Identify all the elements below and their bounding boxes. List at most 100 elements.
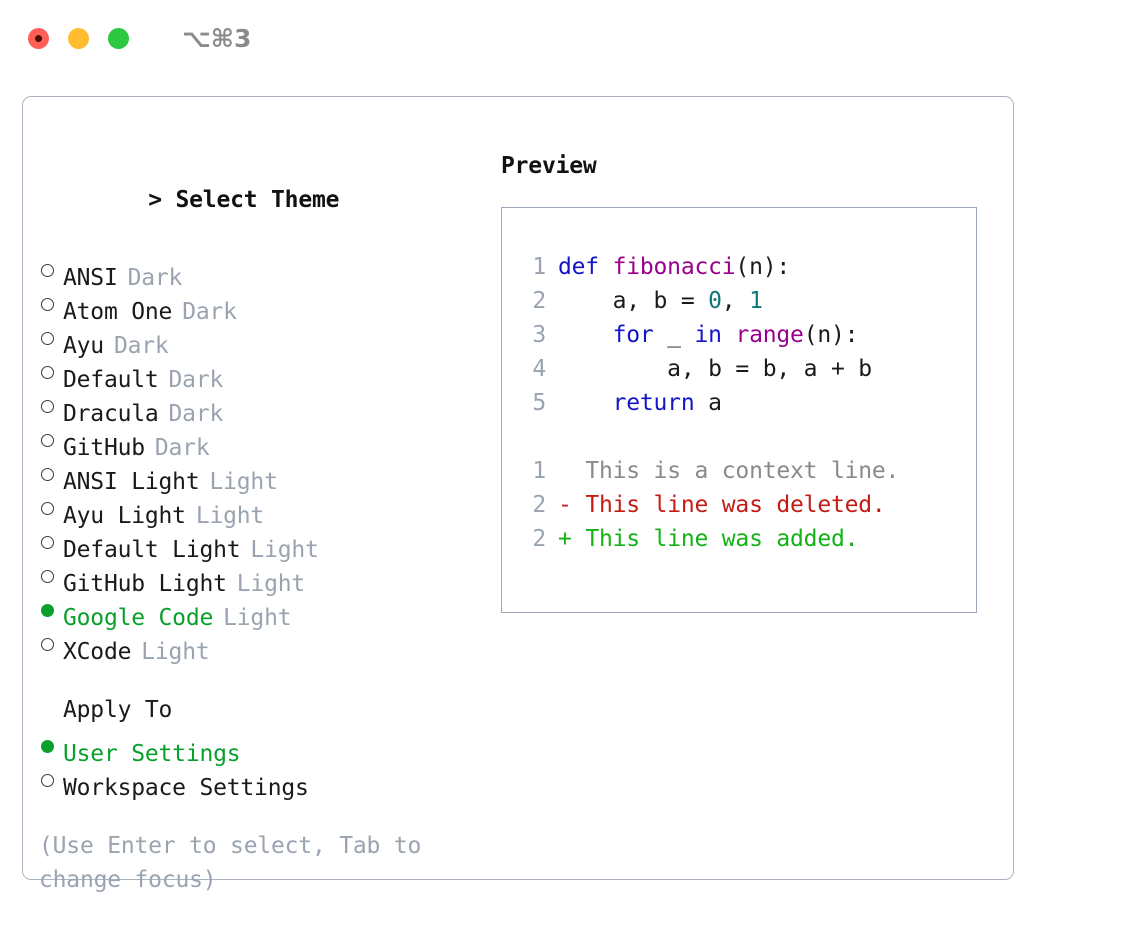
code-token: a [694,390,722,416]
apply-to-option-user-settings[interactable]: User Settings [39,727,479,767]
diff-line-content: This line was added. [585,526,859,552]
preview-heading: Preview [501,153,597,179]
diff-line-del: 2 - This line was deleted. [512,488,976,522]
code-line-text: a, b = b, a + b [558,352,872,386]
code-token: (n): [803,322,859,348]
theme-option-ansi[interactable]: ANSI Dark [39,251,479,291]
theme-option-github-light[interactable]: GitHub Light Light [39,557,479,597]
diff-line-ctx: 1 This is a context line. [512,454,976,488]
code-line-text: a, b = 0, 1 [558,284,763,318]
code-token: def [558,254,613,280]
diff-line-text: This is a context line. [558,454,899,488]
diff-line-text: - This line was deleted. [558,488,886,522]
theme-option-name: Dracula [63,401,159,427]
code-token: 1 [749,288,763,314]
code-token: a, b = b, a + b [558,356,872,382]
title-bar: ⌥⌘3 [0,0,1140,76]
theme-option-atom-one[interactable]: Atom One Dark [39,285,479,325]
apply-to-heading: Apply To [63,697,173,723]
code-line-text: for _ in range(n): [558,318,859,352]
radio-unselected-icon [39,489,63,523]
diff-line-content: This is a context line. [585,458,900,484]
theme-section-heading: > Select Theme [39,149,479,251]
theme-option-default-light[interactable]: Default Light Light [39,523,479,563]
theme-option-name: GitHub Light [63,571,227,597]
window-shortcut-label: ⌥⌘3 [182,23,252,53]
code-token: , [721,288,750,314]
code-token: fibonacci [612,254,736,280]
theme-option-kind-badge: Light [195,503,265,529]
diff-sample-block: 1 This is a context line. 2 - This line wa… [512,454,976,556]
code-token: range [735,322,804,348]
minimize-window-button[interactable] [68,27,89,49]
code-line: 2 a, b = 0, 1 [512,284,976,318]
diff-line-text: + This line was added. [558,522,858,556]
theme-option-kind-badge: Light [223,605,292,631]
radio-unselected-icon [39,557,63,591]
theme-option-default[interactable]: Default Dark [39,353,479,393]
theme-option-google-code[interactable]: Google Code Light [39,591,479,631]
code-token [722,322,736,348]
theme-option-kind-badge: Light [141,639,210,665]
close-window-button[interactable] [28,27,49,49]
code-line-text: def fibonacci(n): [558,250,790,284]
apply-to-option-workspace-settings[interactable]: Workspace Settings [39,761,479,801]
theme-option-kind-badge: Dark [168,367,224,393]
theme-option-name: Default [63,367,159,393]
theme-option-kind-badge: Light [209,469,278,495]
theme-option-name: Default Light [63,537,241,563]
apply-to-option-name: Workspace Settings [63,775,309,801]
code-line-number: 2 [532,288,546,314]
keyboard-hint-text: (Use Enter to select, Tab to change focu… [39,833,435,893]
theme-option-name: GitHub [63,435,145,461]
code-token: (n): [735,254,791,280]
theme-option-kind-badge: Dark [127,265,183,291]
code-token: return [558,390,695,416]
theme-option-kind-badge: Dark [168,401,224,427]
radio-unselected-icon [39,455,63,489]
code-blank-line [512,420,976,454]
theme-option-kind-badge: Light [236,571,306,597]
theme-option-name: Ayu [63,333,104,359]
code-line: 5 return a [512,386,976,420]
diff-marker-icon [558,458,572,484]
radio-selected-icon [39,591,63,625]
theme-option-ayu[interactable]: Ayu Dark [39,319,479,359]
code-line-number: 3 [532,322,546,348]
theme-option-kind-badge: Dark [113,333,169,359]
diff-line-number: 2 [532,492,546,518]
maximize-window-button[interactable] [108,27,129,49]
theme-option-kind-badge: Light [250,537,319,563]
radio-unselected-icon [39,319,63,353]
theme-option-kind-badge: Dark [182,299,237,325]
code-token: _ [653,322,695,348]
radio-unselected-icon [39,421,63,455]
code-token: a, b = [558,288,709,314]
radio-unselected-icon [39,523,63,557]
theme-option-name: ANSI [63,265,118,291]
code-token: for [558,322,654,348]
theme-option-ayu-light[interactable]: Ayu Light Light [39,489,479,529]
theme-option-dracula[interactable]: Dracula Dark [39,387,479,427]
radio-unselected-icon [39,625,63,659]
radio-unselected-icon [39,285,63,319]
code-line: 3 for _ in range(n): [512,318,976,352]
caret-icon: > [148,187,162,213]
radio-unselected-icon [39,251,63,285]
radio-unselected-icon [39,387,63,421]
diff-marker-icon: + [558,526,572,552]
theme-option-name: Ayu Light [63,503,186,529]
traffic-light-group [28,27,129,49]
theme-option-name: Atom One [63,299,173,325]
diff-line-add: 2+ This line was added. [512,522,976,556]
theme-option-name: Google Code [63,605,214,631]
